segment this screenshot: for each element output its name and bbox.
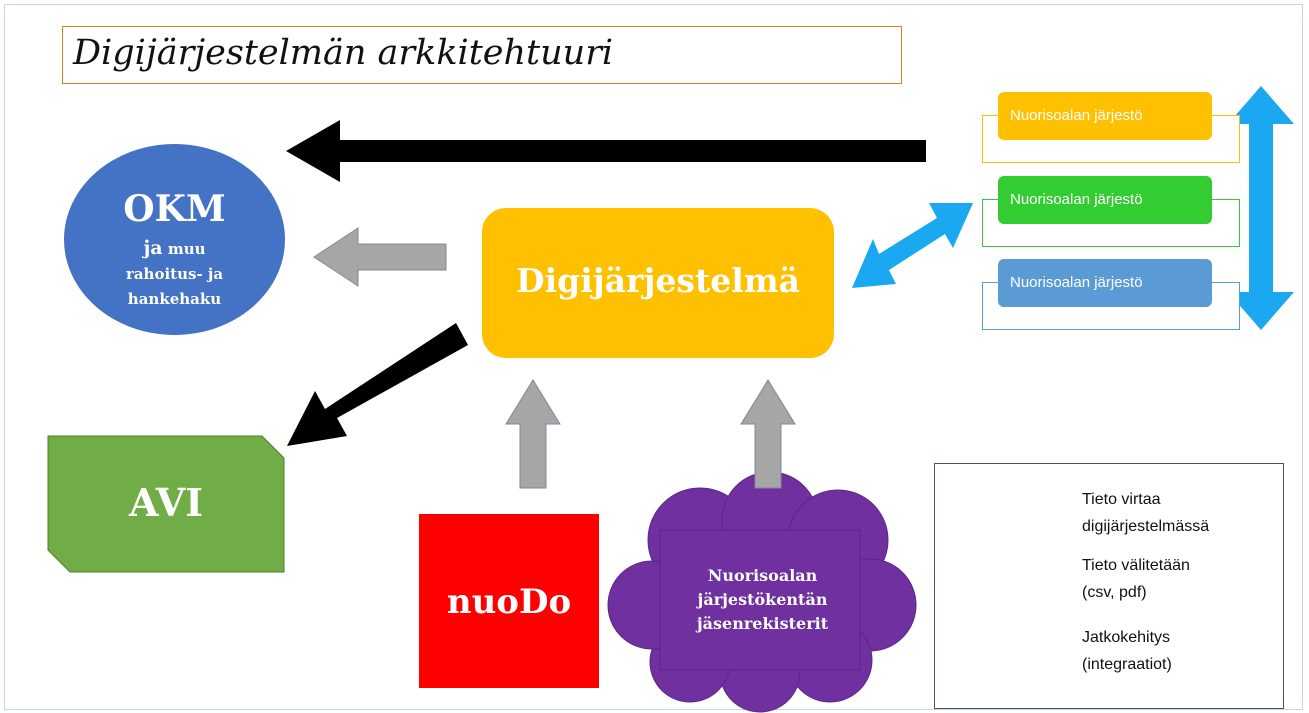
okm-title: OKM	[123, 188, 226, 230]
okm-line1-big: ja	[143, 237, 163, 259]
black-arrow-okm	[286, 120, 926, 182]
digi-node: Digijärjestelmä	[482, 208, 834, 358]
org-box-2: Nuorisoalan järjestö	[998, 176, 1212, 224]
okm-node: OKM ja muu rahoitus- ja hankehaku	[64, 144, 285, 335]
cloud-label: Nuorisoalan järjestökentän jäsenrekister…	[645, 564, 880, 636]
cloud-line2: järjestökentän	[697, 590, 828, 609]
org-label-3: Nuorisoalan järjestö	[1010, 274, 1143, 291]
diagram-title: Digijärjestelmän arkkitehtuuri	[73, 33, 614, 73]
okm-line3: hankehaku	[127, 290, 222, 308]
title-box: Digijärjestelmän arkkitehtuuri	[62, 26, 902, 84]
legend-item-flow: Tieto virtaa digijärjestelmässä	[1082, 486, 1209, 540]
digi-label: Digijärjestelmä	[515, 261, 801, 300]
legend-item-development: Jatkokehitys (integraatiot)	[1082, 624, 1172, 678]
blue-arrow-vertical	[1228, 86, 1294, 330]
black-arrow-avi	[287, 323, 468, 446]
avi-shape	[47, 435, 285, 573]
org-box-3: Nuorisoalan järjestö	[998, 259, 1212, 307]
cloud-line3: jäsenrekisterit	[696, 614, 829, 633]
org-label-1: Nuorisoalan järjestö	[1010, 107, 1143, 124]
okm-line1-small: muu	[167, 240, 206, 258]
gray-arrow-cloud	[740, 379, 796, 489]
legend-dev-line2: (integraatiot)	[1082, 656, 1172, 673]
legend-box	[934, 463, 1284, 709]
nuodo-node: nuoDo	[419, 514, 599, 688]
legend-transfer-line1: Tieto välitetään	[1082, 557, 1190, 574]
org-box-1: Nuorisoalan järjestö	[998, 92, 1212, 140]
slide-frame	[4, 4, 1303, 710]
nuodo-label: nuoDo	[446, 582, 572, 622]
gray-arrow-okm	[313, 227, 447, 287]
legend-flow-line1: Tieto virtaa	[1082, 491, 1161, 508]
legend-flow-line2: digijärjestelmässä	[1082, 518, 1210, 535]
legend-transfer-line2: (csv, pdf)	[1082, 584, 1147, 601]
org-label-2: Nuorisoalan järjestö	[1010, 191, 1143, 208]
gray-arrow-nuodo	[505, 379, 561, 489]
legend-item-transfer: Tieto välitetään (csv, pdf)	[1082, 552, 1190, 606]
legend-dev-line1: Jatkokehitys	[1082, 629, 1171, 646]
blue-arrow-diagonal	[852, 203, 973, 288]
cloud-shape	[607, 471, 917, 713]
okm-line2: rahoitus- ja	[125, 265, 224, 283]
cloud-line1: Nuorisoalan	[707, 566, 818, 585]
avi-label: AVI	[129, 480, 203, 525]
okm-subtitle: ja muu rahoitus- ja hankehaku	[64, 236, 285, 312]
